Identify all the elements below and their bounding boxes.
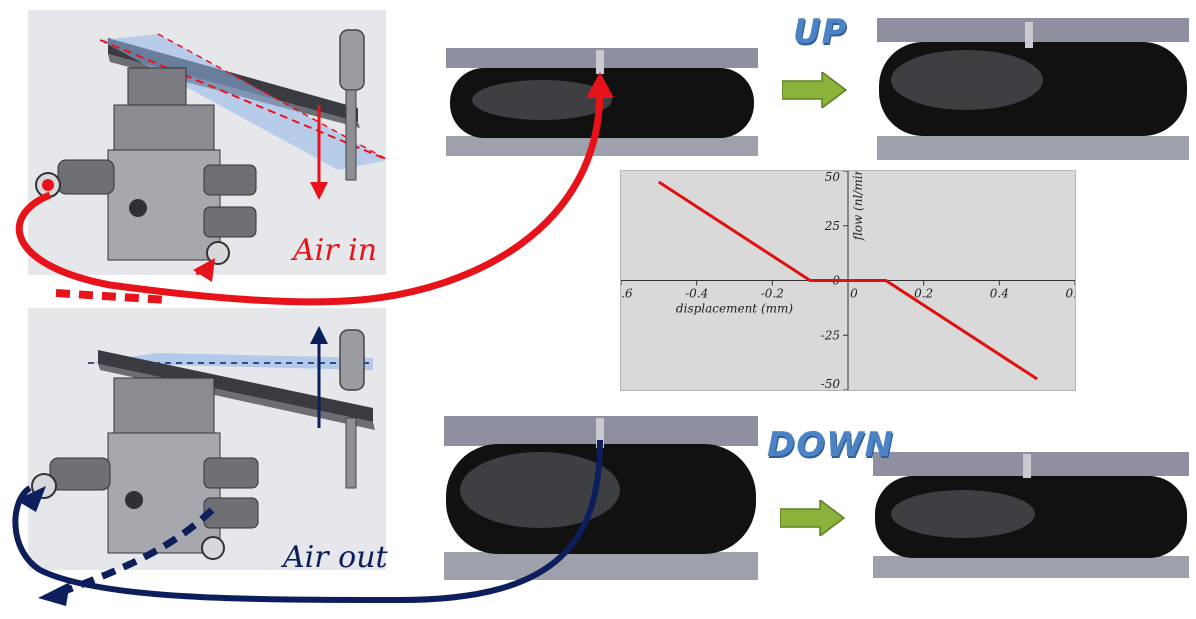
air-out-dashed-path xyxy=(62,510,212,592)
x-tick-label: 0.6 xyxy=(1065,287,1075,301)
x-axis-label: displacement (mm) xyxy=(676,302,793,316)
y-tick-label: -25 xyxy=(821,328,840,342)
air-in-dashed-path xyxy=(56,293,168,300)
y-tick-label: 25 xyxy=(824,219,840,233)
x-tick-label: 0 xyxy=(850,287,858,301)
y-tick-label: 50 xyxy=(825,171,841,184)
air-in-path xyxy=(19,90,600,302)
air-out-dashed-arrowhead-icon xyxy=(38,582,70,606)
y-tick-label: -50 xyxy=(821,377,841,390)
x-tick-label: 0.4 xyxy=(990,287,1009,301)
x-tick-label: 0.2 xyxy=(914,287,933,301)
x-tick-label: -0.6 xyxy=(621,287,633,301)
x-tick-label: -0.2 xyxy=(761,287,784,301)
air-in-arrowhead-icon xyxy=(586,72,614,98)
x-tick-label: -0.4 xyxy=(685,287,708,301)
y-axis-label: flow (nl/min) xyxy=(851,171,865,241)
flow-displacement-chart: -0.6-0.4-0.200.20.40.650250-25-50displac… xyxy=(620,170,1076,391)
